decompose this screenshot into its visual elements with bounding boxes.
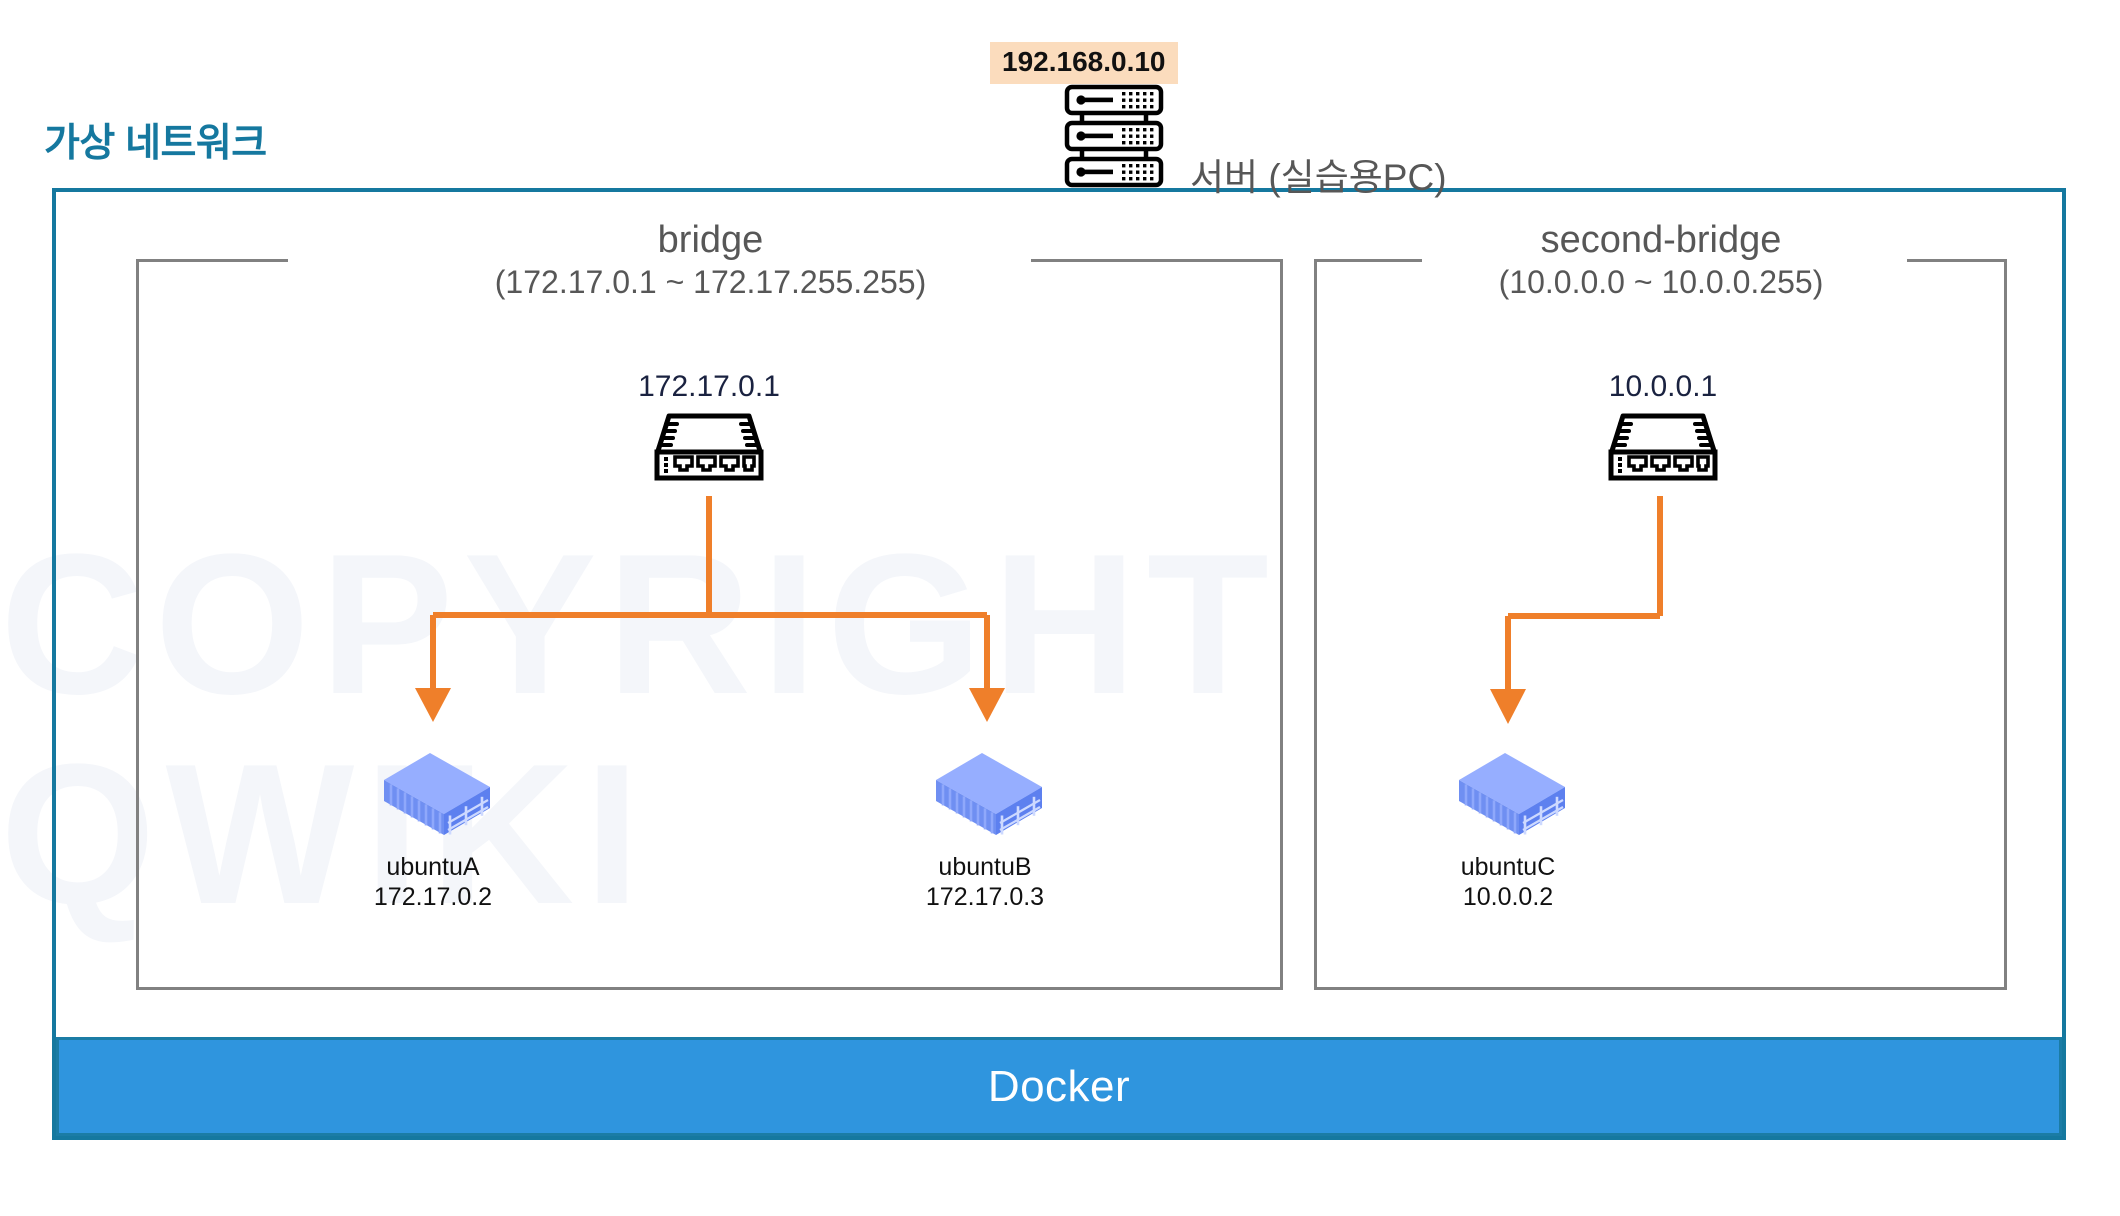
- network-name-bridge: bridge: [657, 219, 764, 261]
- container-ip-ubuntuA: 172.17.0.2: [373, 883, 493, 911]
- container-label-ubuntuA: ubuntuA 172.17.0.2: [313, 852, 553, 912]
- gateway-ip-second-bridge: 10.0.0.1: [1608, 370, 1718, 403]
- page-title: 가상 네트워크: [44, 122, 267, 165]
- server-rack-icon: [1064, 84, 1164, 194]
- server-ip-badge: 192.168.0.10: [990, 42, 1178, 84]
- network-switch-icon: [1543, 410, 1783, 487]
- container-name-ubuntuC: ubuntuC: [1460, 853, 1556, 881]
- container-name-ubuntuA: ubuntuA: [386, 853, 480, 881]
- container-node-ubuntuB: ubuntuB 172.17.0.3: [865, 735, 1105, 912]
- gateway-second-bridge: 10.0.0.1: [1543, 370, 1783, 487]
- network-switch-icon: [589, 410, 829, 487]
- network-box-second-bridge: [1314, 259, 2007, 990]
- network-box-bridge: [136, 259, 1283, 990]
- connector-bridge: [415, 496, 1005, 722]
- network-range-second-bridge: (10.0.0.0 ~ 10.0.0.255): [1498, 264, 1824, 300]
- container-ip-ubuntuC: 10.0.0.2: [1462, 883, 1554, 911]
- network-name-second-bridge: second-bridge: [1540, 219, 1782, 261]
- container-node-ubuntuC: ubuntuC 10.0.0.2: [1388, 735, 1628, 912]
- container-node-ubuntuA: ubuntuA 172.17.0.2: [313, 735, 553, 912]
- container-icon: [865, 735, 1105, 848]
- container-icon: [313, 735, 553, 848]
- gateway-bridge: 172.17.0.1: [589, 370, 829, 487]
- container-icon: [1388, 735, 1628, 848]
- gateway-ip-bridge: 172.17.0.1: [638, 370, 780, 403]
- network-title-second-bridge: second-bridge (10.0.0.0 ~ 10.0.0.255): [1425, 218, 1897, 302]
- connector-second-bridge: [1490, 496, 1663, 724]
- server-label: 서버 (실습용PC): [1190, 157, 1447, 198]
- network-range-bridge: (172.17.0.1 ~ 172.17.255.255): [494, 264, 927, 300]
- container-label-ubuntuB: ubuntuB 172.17.0.3: [865, 852, 1105, 912]
- network-title-bridge: bridge (172.17.0.1 ~ 172.17.255.255): [433, 218, 988, 302]
- virtual-network-frame: [52, 188, 2066, 1140]
- container-label-ubuntuC: ubuntuC 10.0.0.2: [1388, 852, 1628, 912]
- docker-banner: Docker: [56, 1037, 2062, 1136]
- container-ip-ubuntuB: 172.17.0.3: [925, 883, 1045, 911]
- container-name-ubuntuB: ubuntuB: [938, 853, 1032, 881]
- docker-label: Docker: [987, 1061, 1131, 1111]
